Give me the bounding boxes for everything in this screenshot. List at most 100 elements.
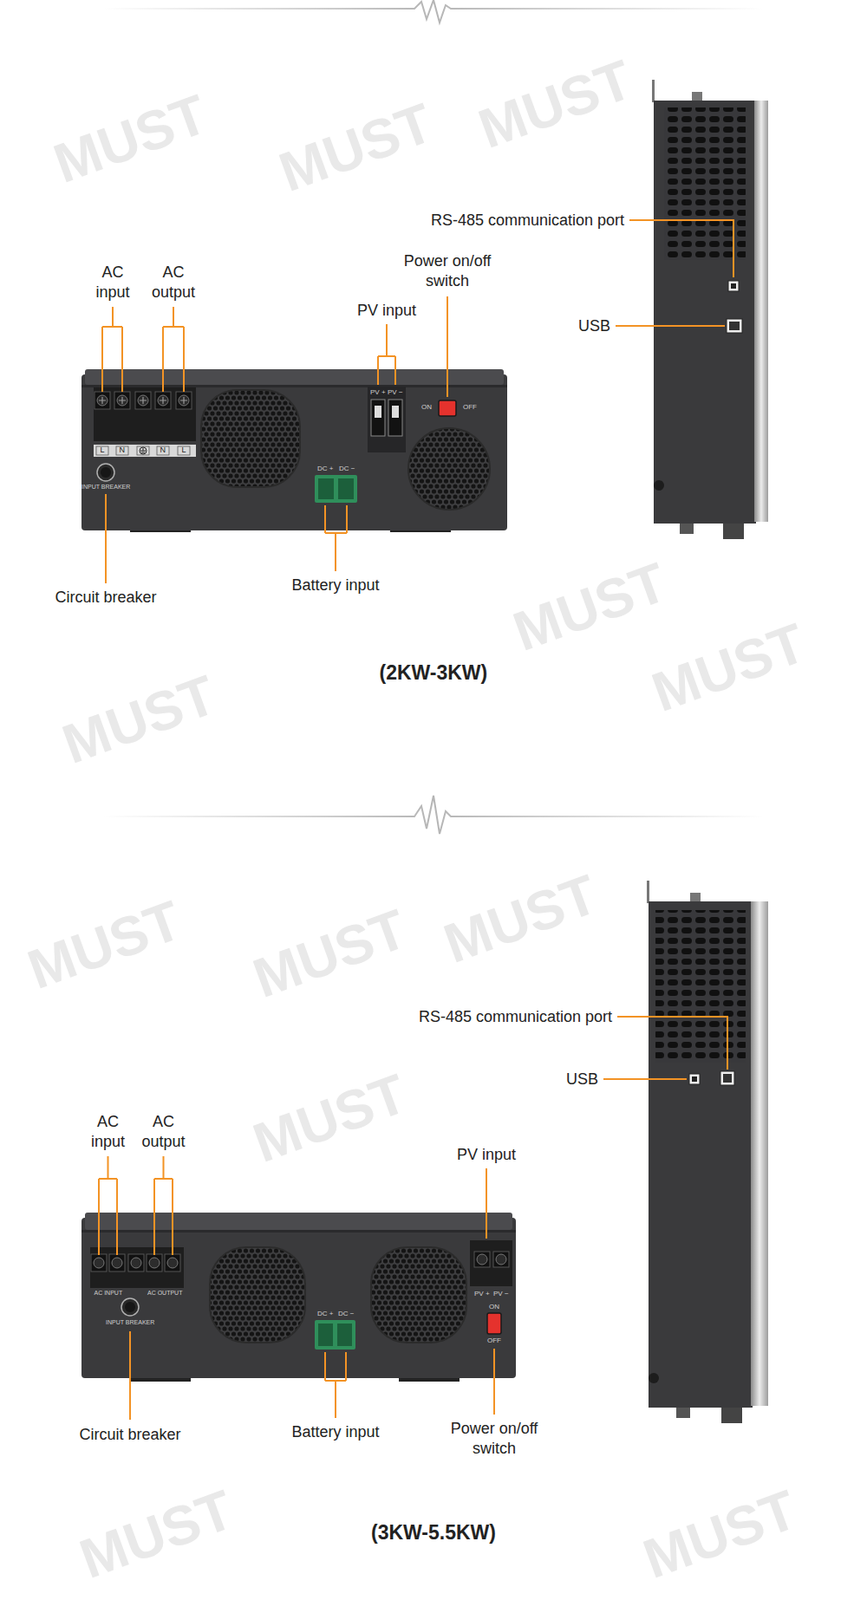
leader-line xyxy=(603,1078,687,1081)
inverter-front-view xyxy=(176,391,192,410)
callout-label: USB xyxy=(578,316,611,337)
watermark: MUST xyxy=(18,884,191,1006)
watermark: MUST xyxy=(52,658,226,781)
leader-line xyxy=(325,1352,346,1419)
inverter-front-view xyxy=(91,1254,181,1272)
ground-symbol xyxy=(140,448,146,453)
inverter-side-view xyxy=(720,1071,735,1086)
inverter-front-view xyxy=(476,1254,488,1265)
inverter-front-view xyxy=(90,1247,184,1289)
inverter-side-view xyxy=(655,910,746,1063)
inverter-side-view xyxy=(648,901,753,1409)
watermark: MUST xyxy=(642,606,815,729)
inverter-front-view xyxy=(81,384,508,388)
callout-label: RS-485 communication port xyxy=(418,1007,613,1028)
leader-line xyxy=(485,1168,488,1239)
device-marking: N xyxy=(119,446,126,455)
inverter-front-view xyxy=(111,1258,123,1269)
inverter-front-view xyxy=(118,397,126,405)
inverter-side-view xyxy=(729,321,740,331)
leader-line xyxy=(615,325,725,327)
watermark: MUST xyxy=(633,1473,807,1596)
inverter-front-view xyxy=(98,397,188,405)
inverter-front-view xyxy=(159,397,167,405)
inverter-front-view xyxy=(374,405,382,418)
inverter-front-view xyxy=(474,1251,490,1268)
callout-label: PV input xyxy=(357,300,417,321)
inverter-front-view xyxy=(178,395,190,406)
device-marking: PV + xyxy=(474,1290,490,1298)
callout-label: Power on/off switch xyxy=(391,251,504,293)
device-marking: DC − xyxy=(338,1310,354,1318)
leader-line xyxy=(98,220,734,1421)
inverter-side-view xyxy=(723,521,744,540)
inverter-front-view xyxy=(130,1258,142,1269)
inverter-front-view xyxy=(314,1320,356,1350)
callout-label: RS-485 communication port xyxy=(430,210,625,231)
inverter-front-view xyxy=(128,1254,144,1272)
device-marking: OFF xyxy=(487,1337,502,1345)
inverter-front-view xyxy=(201,390,300,488)
inverter-front-view xyxy=(135,391,151,410)
device-marking: PV − xyxy=(387,389,404,397)
leader-line xyxy=(378,324,396,385)
inverter-front-view xyxy=(81,374,508,531)
inverter-front-view xyxy=(157,395,169,406)
inverter-side-view xyxy=(646,880,650,904)
inverter-front-view xyxy=(371,1247,467,1343)
inverter-side-view xyxy=(750,901,769,1407)
inverter-side-view xyxy=(728,280,739,292)
device-marking: AC INPUT xyxy=(94,1290,124,1297)
leader-line xyxy=(446,296,449,398)
leader-line xyxy=(629,220,734,278)
inverter-front-view xyxy=(388,399,403,437)
leader-line xyxy=(104,494,107,584)
device-marking: N xyxy=(160,446,167,455)
leader-line xyxy=(617,1016,728,1070)
device-marking: AC OUTPUT xyxy=(147,1290,183,1297)
callout-label: PV input xyxy=(456,1145,516,1166)
inverter-front-view xyxy=(156,446,170,456)
divider-line xyxy=(104,0,763,23)
inverter-front-view xyxy=(338,478,354,500)
inverter-side-view xyxy=(646,880,769,1424)
inverter-front-view xyxy=(371,399,385,437)
inverter-front-view xyxy=(167,1258,178,1269)
callout-label: USB xyxy=(566,1069,599,1090)
leader-line xyxy=(325,505,347,572)
inverter-front-view xyxy=(97,463,115,482)
inverter-front-view xyxy=(117,395,128,406)
inverter-front-view xyxy=(98,397,106,405)
watermark: MUST xyxy=(469,43,642,165)
inverter-front-view xyxy=(97,395,190,406)
inverter-front-view xyxy=(487,1313,502,1335)
device-marking: ON xyxy=(421,404,432,411)
watermark: MUST xyxy=(503,546,677,668)
inverter-side-view xyxy=(689,1074,700,1085)
size-caption: (2KW-3KW) xyxy=(379,660,489,687)
device-marking: DC + xyxy=(317,1310,333,1318)
callout-label: AC output xyxy=(145,262,202,304)
inverter-side-view xyxy=(653,100,757,524)
inverter-front-view xyxy=(93,1258,178,1269)
inverter-front-view xyxy=(155,391,171,410)
inverter-front-view xyxy=(367,386,406,453)
inverter-front-view xyxy=(96,446,190,456)
inverter-front-view xyxy=(318,478,334,500)
device-marking: PV − xyxy=(493,1290,509,1298)
device-marking: OFF xyxy=(462,404,477,411)
callout-label: AC input xyxy=(80,1112,137,1154)
inverter-side-view xyxy=(651,79,655,103)
leader-line xyxy=(102,306,123,392)
inverter-side-view xyxy=(651,79,769,540)
ground-symbol xyxy=(139,447,147,455)
inverter-side-view xyxy=(676,1406,691,1419)
device-marking: INPUT BREAKER xyxy=(105,1319,155,1326)
inverter-front-view xyxy=(96,446,109,456)
inverter-front-view xyxy=(94,391,192,410)
watermark: MUST xyxy=(70,1473,243,1596)
inverter-front-view xyxy=(109,1254,125,1272)
leader-line xyxy=(129,1331,131,1421)
inverter-front-view xyxy=(318,1323,333,1347)
